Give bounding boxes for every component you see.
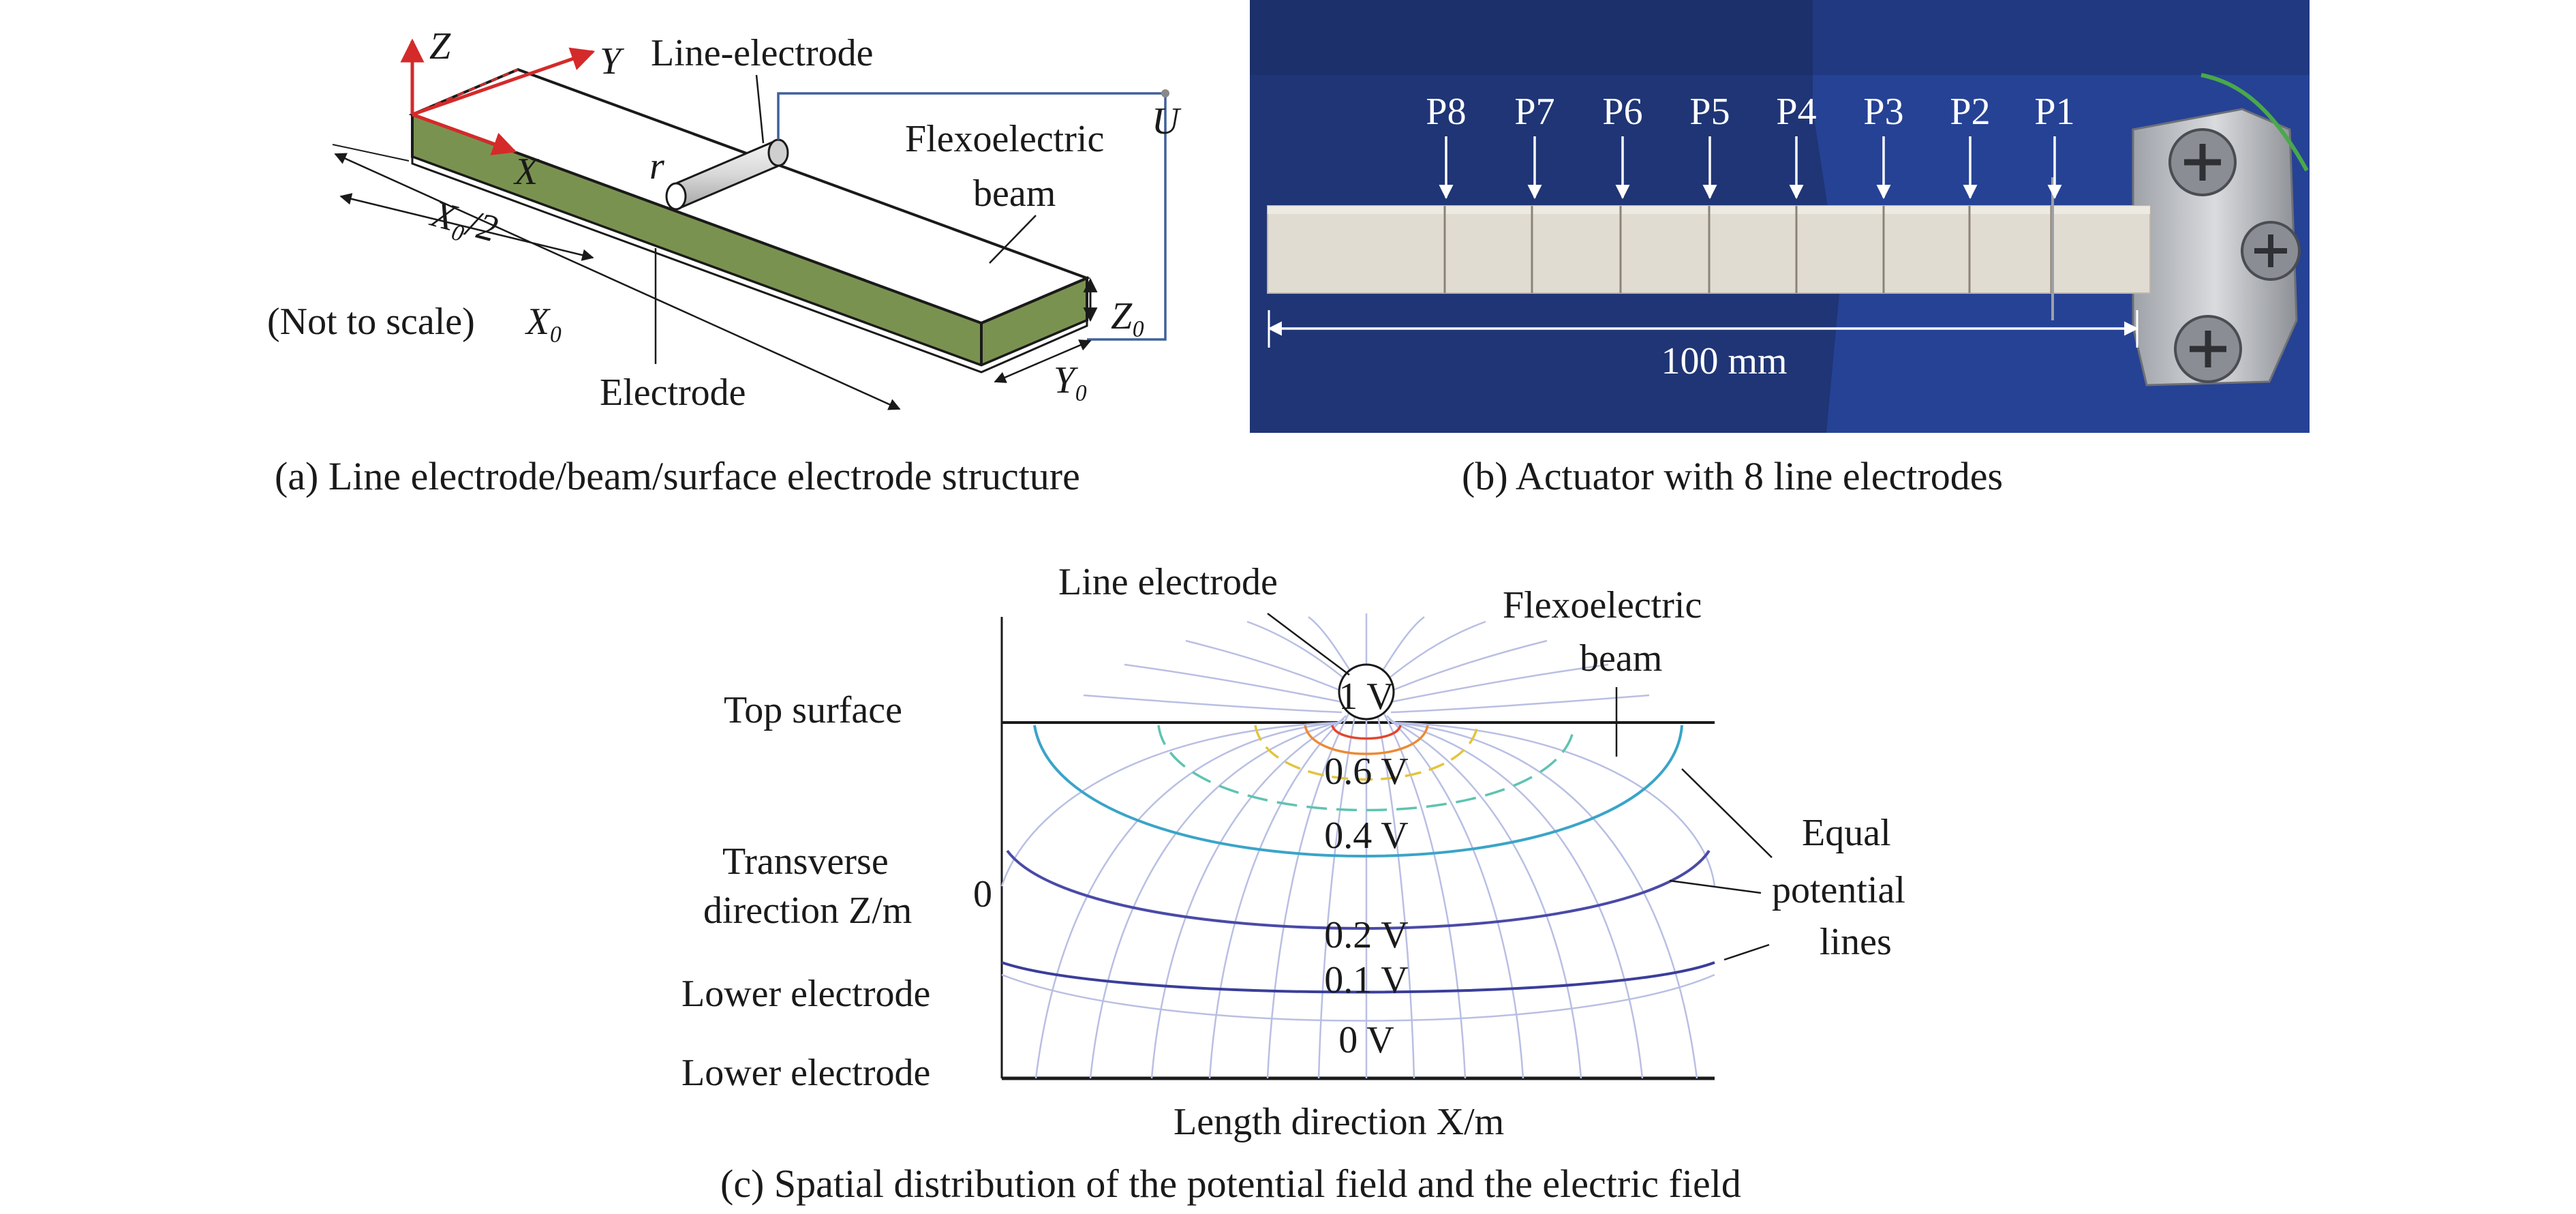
transverse-label-line1: Transverse (722, 840, 889, 883)
equipotential-0.1v (1001, 961, 1715, 994)
potential-label-0.6v: 0.6 V (1324, 750, 1408, 793)
beam-label-line1: Flexoelectric (905, 118, 1104, 160)
position-label-p5: P5 (1689, 91, 1730, 133)
equipotential-lines (1001, 725, 1715, 994)
equal-potential-label-line1: Equal (1802, 812, 1891, 854)
panel-a-structure-diagram: Z Y X Line-electrode r U Flexoelectric b… (267, 25, 1182, 498)
lower-electrode-label-2: Lower electrode (681, 1052, 930, 1094)
axis-z-label: Z (429, 25, 451, 67)
caption-a: (a) Line electrode/beam/surface electrod… (275, 454, 1080, 498)
clamp (2132, 73, 2309, 386)
beam-label-line2: beam (973, 172, 1056, 215)
beam-label-c-line1: Flexoelectric (1503, 584, 1702, 626)
equipotential-0.6v (1254, 725, 1479, 781)
equal-potential-leaders (1669, 768, 1773, 961)
beam-label-c-line2: beam (1580, 637, 1662, 680)
length-label-b: 100 mm (1661, 340, 1787, 382)
equipotential-0.9v (1331, 725, 1402, 740)
transverse-label-line2: direction Z/m (703, 890, 912, 932)
potential-label-0.1v: 0.1 V (1324, 959, 1408, 1001)
axis-y-label: Y (600, 40, 625, 82)
equal-potential-label-line3: lines (1820, 921, 1892, 963)
axis-x-label: X (513, 151, 540, 193)
potential-value-labels: 1 V 0.6 V 0.4 V 0.2 V 0.1 V 0 V (1324, 676, 1408, 1061)
thickness-label: Z₀ (1111, 295, 1146, 337)
position-label-p4: P4 (1776, 91, 1816, 133)
top-surface-label: Top surface (724, 689, 902, 731)
x-axis-label-c: Length direction X/m (1174, 1101, 1504, 1143)
position-label-p1: P1 (2034, 91, 2074, 133)
electric-field-lines (1000, 613, 1716, 1079)
not-to-scale-label: (Not to scale) (267, 301, 475, 343)
position-label-p7: P7 (1514, 91, 1554, 133)
line-electrode-circle (1338, 663, 1395, 720)
potential-label-0.4v: 0.4 V (1324, 815, 1408, 857)
line-electrode-label-a: Line-electrode (651, 32, 873, 74)
length-label: X₀ (525, 301, 563, 343)
potential-label-1v: 1 V (1338, 676, 1394, 718)
equal-potential-label-line2: potential (1772, 869, 1905, 911)
line-electrode-label-c: Line electrode (1058, 561, 1278, 603)
x-axis-arrow (412, 112, 517, 155)
lower-electrode-label-1: Lower electrode (681, 973, 930, 1015)
radius-label: r (649, 145, 664, 187)
position-label-p6: P6 (1602, 91, 1642, 133)
equipotential-0.5v (1157, 725, 1576, 812)
y-axis-arrow (412, 47, 596, 117)
equipotential-0.2v (1006, 849, 1711, 930)
position-label-p3: P3 (1863, 91, 1903, 133)
full-length-dimension (334, 153, 901, 410)
position-label-p8: P8 (1426, 91, 1466, 133)
potential-label-0v: 0 V (1338, 1019, 1394, 1061)
half-length-label: X₀/2 (426, 192, 502, 251)
voltage-label: U (1152, 100, 1182, 142)
equipotential-0.8v (1304, 725, 1429, 755)
caption-c: (c) Spatial distribution of the potentia… (720, 1162, 1741, 1206)
position-labels: P8 P7 P6 P5 P4 P3 P2 P1 (1426, 91, 2074, 133)
width-label: Y₀ (1054, 359, 1088, 401)
panel-b-actuator-photo: P8 P7 P6 P5 P4 P3 P2 P1 100 mm (b) Actua… (1250, 0, 2310, 498)
potential-label-0.2v: 0.2 V (1324, 914, 1408, 956)
width-dimension (994, 339, 1092, 383)
position-label-p2: P2 (1950, 91, 1990, 133)
position-markers (1439, 136, 2062, 200)
caption-b: (b) Actuator with 8 line electrodes (1462, 454, 2003, 498)
zero-tick-label: 0 (973, 873, 992, 915)
panel-c-potential-field: Line electrode Flexoelectric beam Top su… (681, 561, 1905, 1206)
electrode-label: Electrode (600, 371, 746, 414)
equipotential-0.4v (1033, 725, 1683, 858)
